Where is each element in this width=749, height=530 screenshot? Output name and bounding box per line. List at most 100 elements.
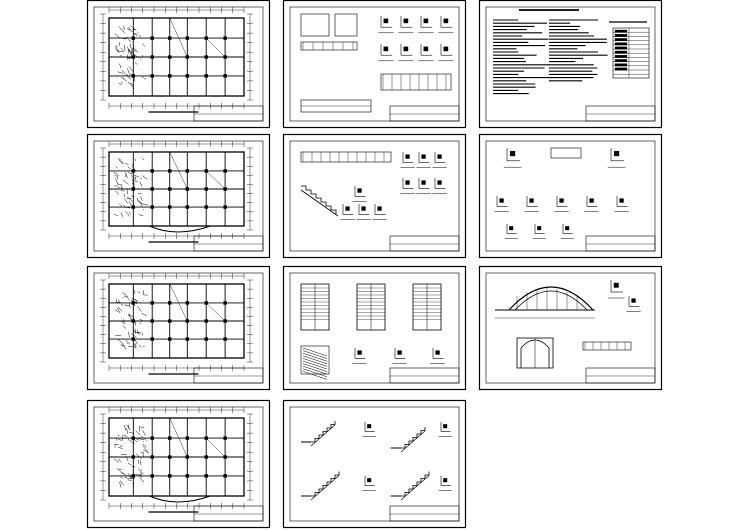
detail-stroke [119,26,126,34]
sheet-border [478,133,663,259]
detail-stroke [133,174,139,178]
column [204,301,208,305]
detail-stroke [117,446,123,449]
column [185,337,190,341]
column [150,187,154,191]
detail-stroke [125,456,129,462]
detail-fill [423,46,429,52]
detail-fill [383,18,389,24]
detail-stroke [130,174,136,180]
column [223,36,227,40]
detail-stroke [115,437,118,441]
detail-stroke [117,158,123,165]
detail-stroke [133,28,137,31]
detail-stroke [118,458,122,463]
detail-fill [613,282,619,288]
detail-stroke [140,177,143,180]
detail-fill [443,46,449,52]
detail-stroke [132,327,135,333]
sheet-floor-plan-4 [86,399,271,529]
column [185,36,190,40]
drawing-frame [289,406,460,522]
detail-stroke [117,50,124,53]
sheet-border [282,0,467,129]
column [150,36,154,40]
detail-stroke [130,25,133,28]
detail-stroke [135,299,137,305]
column [131,205,135,209]
drawing-frame [289,6,460,122]
column [131,169,135,173]
detail-stroke [119,475,123,479]
title-block [389,235,460,252]
drawing-frame [93,406,264,522]
floor-plan-1-drawing [86,0,271,129]
drawing-frame [289,272,460,384]
detail-fill [510,151,516,157]
stair-beam [300,151,392,163]
detail-stroke [120,344,124,347]
sheet-border [282,133,467,259]
column [168,205,172,209]
sheet-design-notes [478,0,663,129]
stair-section-flight [311,421,336,443]
sheet-border [86,0,271,129]
table-cell-fill [614,29,628,33]
detail-stroke [141,312,147,316]
detail-fill [357,350,362,355]
detail-fill [631,298,636,303]
sheet-border [86,133,271,259]
detail-stroke [142,445,148,452]
detail-stroke [122,292,128,296]
detail-stroke [114,309,119,313]
detail-fill [529,198,534,203]
detail-stroke [129,302,131,309]
stair-detail-hatch [302,363,328,372]
stair-section-flight [311,471,340,497]
title-block [389,367,460,384]
column [131,474,135,478]
sheet-node-details [478,133,663,259]
column [131,337,135,341]
title-block [389,505,460,522]
floor-plan-2-drawing [86,133,271,259]
detail-fill [397,350,402,355]
column [131,74,135,78]
detail-stroke [128,424,130,430]
drawing-frame [289,140,460,252]
flight-soffit [310,424,336,447]
title-block [389,105,460,122]
detail-stroke [133,33,138,37]
detail-stroke [138,344,142,348]
detail-fill [565,226,570,231]
title-block [193,367,264,384]
floor-plan-4-drawing [86,399,271,529]
detail-stroke [120,47,125,53]
sheet-border [86,399,271,529]
detail-stroke [117,71,124,74]
detail-fill [383,46,389,52]
void-diagonal [169,417,188,458]
detail-stroke [125,162,129,165]
detail-stroke [132,298,139,302]
node-details-drawing [478,133,663,259]
column [223,436,227,440]
column [168,474,172,478]
table-cell-fill [614,34,628,37]
detail-stroke [119,480,124,486]
column [185,301,190,305]
detail-fill [421,154,426,159]
column [168,169,172,173]
sheet-section-details [282,0,467,129]
detail-stroke [142,443,147,448]
detail-stroke [122,78,127,82]
detail-stroke [142,175,148,180]
title-block [585,105,656,122]
detail-stroke [132,480,134,485]
detail-stroke [139,460,142,466]
stair-details-drawing [282,133,467,259]
column [150,169,154,173]
detail-stroke [126,28,134,33]
detail-fill [437,154,442,159]
curved-facade [149,495,211,503]
